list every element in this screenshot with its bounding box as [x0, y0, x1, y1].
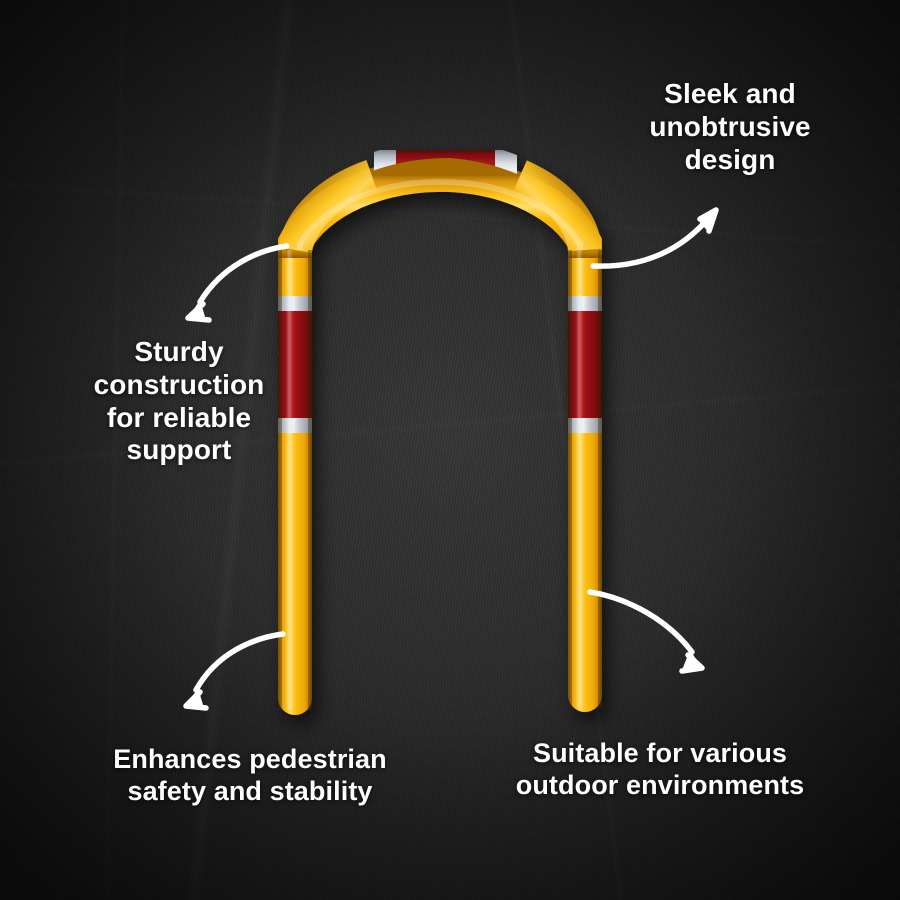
arrow-sleek-design — [590, 207, 719, 269]
callout-text-pedestrian-safety: Enhances pedestrian safety and stability — [113, 744, 387, 806]
callout-text-outdoor-environments: Suitable for various outdoor environment… — [515, 738, 805, 800]
left-red-band — [278, 311, 312, 418]
arch-bend-left — [278, 159, 378, 254]
arrow-outdoor-environments — [587, 589, 705, 674]
callout-text-sturdy-construction: Sturdy construction for reliable support — [93, 336, 265, 466]
tube-edge-shading — [278, 250, 602, 710]
arrow-pedestrian-safety — [183, 631, 286, 711]
arrow-sturdy-construction — [185, 243, 290, 323]
arch-bend-right — [512, 160, 602, 253]
callout-text-sleek-design: Sleek and unobtrusive design — [649, 78, 811, 175]
tube-highlights — [286, 178, 583, 710]
barrier-body — [278, 150, 602, 715]
right-leg-bands — [568, 296, 602, 433]
right-red-band — [568, 311, 602, 418]
